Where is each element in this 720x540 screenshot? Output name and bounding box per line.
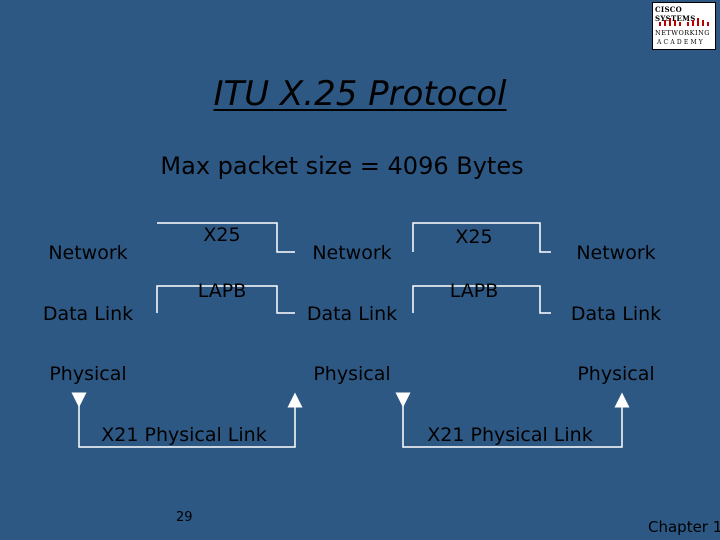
logo-line-3: ACADEMY bbox=[657, 39, 705, 46]
right-stack-network: Network bbox=[576, 242, 656, 264]
logo-bars-icon bbox=[659, 18, 709, 26]
x25-link-right bbox=[412, 222, 551, 253]
middle-stack-data-link: Data Link bbox=[306, 303, 398, 325]
lapb-link-left bbox=[156, 285, 295, 314]
right-link-lapb-label: LAPB bbox=[449, 280, 499, 302]
right-link-x25-label: X25 bbox=[455, 226, 493, 248]
x21-link-left bbox=[71, 392, 303, 448]
x25-link-left bbox=[157, 222, 295, 253]
middle-stack-physical: Physical bbox=[313, 363, 391, 385]
middle-stack-network: Network bbox=[312, 242, 392, 264]
right-stack-data-link: Data Link bbox=[570, 303, 662, 325]
left-stack-physical: Physical bbox=[49, 363, 127, 385]
x21-link-right bbox=[395, 392, 630, 448]
right-x21-physical-link-label: X21 Physical Link bbox=[427, 424, 593, 446]
chapter-label: Chapter 1 bbox=[648, 518, 720, 536]
left-stack-data-link: Data Link bbox=[42, 303, 134, 325]
left-x21-physical-link-label: X21 Physical Link bbox=[101, 424, 267, 446]
left-stack-network: Network bbox=[48, 242, 128, 264]
cisco-networking-academy-logo: CISCO SYSTEMS NETWORKING ACADEMY bbox=[652, 2, 716, 50]
left-link-lapb-label: LAPB bbox=[197, 280, 247, 302]
logo-line-2: NETWORKING bbox=[655, 29, 710, 37]
left-link-x25-label: X25 bbox=[203, 224, 241, 246]
slide-subtitle: Max packet size = 4096 Bytes bbox=[160, 152, 524, 180]
logo-line-1: CISCO SYSTEMS bbox=[655, 5, 696, 23]
slide-title: ITU X.25 Protocol bbox=[213, 74, 507, 114]
page-number: 29 bbox=[176, 510, 193, 525]
lapb-link-right bbox=[412, 285, 551, 314]
right-stack-physical: Physical bbox=[577, 363, 655, 385]
